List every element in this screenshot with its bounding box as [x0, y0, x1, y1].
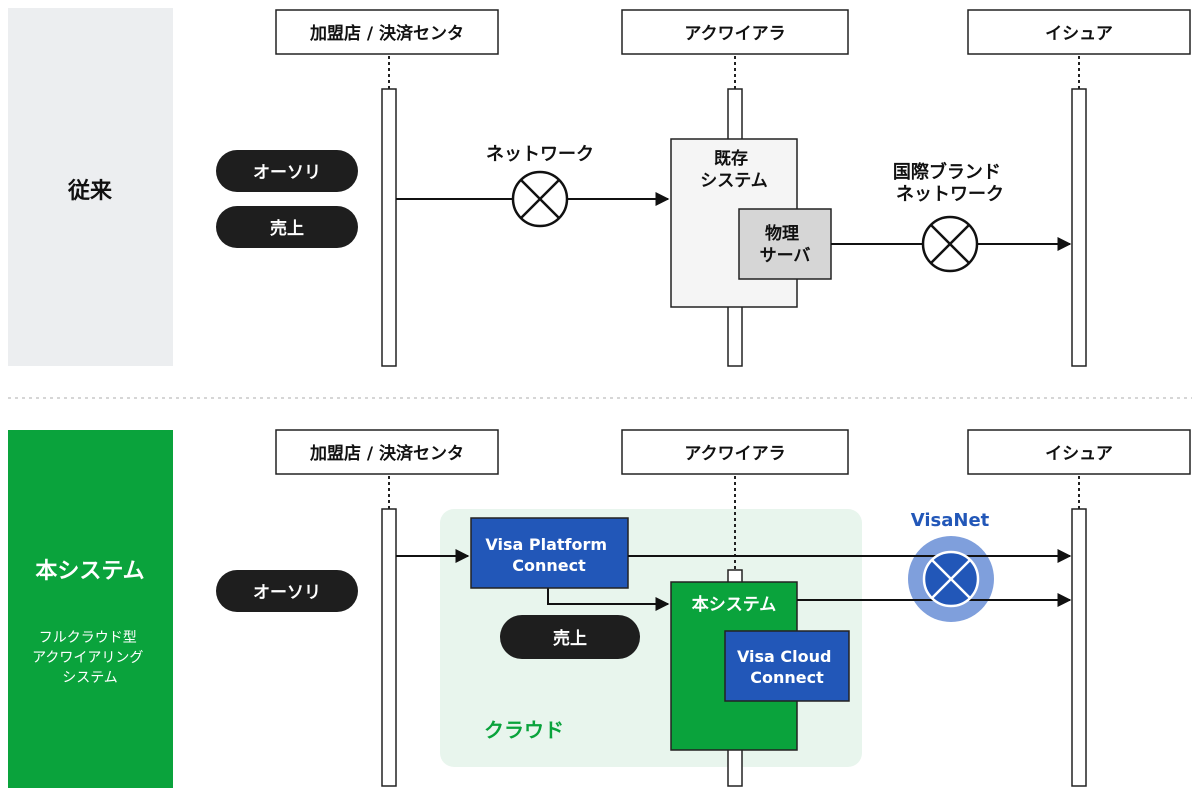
conventional-section: 従来 加盟店 / 決済センタ アクワイアラ イシュア オーソリ 売上 ネットワー… — [8, 8, 1191, 367]
lane-header-merchant-label: 加盟店 / 決済センタ — [309, 23, 464, 44]
visanet-switch-icon — [922, 550, 980, 608]
conventional-row-label: 従来 — [67, 178, 113, 204]
lane-header-merchant-2-label: 加盟店 / 決済センタ — [309, 443, 464, 464]
lane-header-issuer — [967, 9, 1191, 55]
auth-pill — [216, 150, 358, 192]
visa-cloud-connect-box — [724, 630, 850, 702]
brand-network-switch-icon — [921, 215, 979, 273]
brand-network-label: 国際ブランド ネットワーク — [893, 161, 1007, 205]
issuer-lifeline — [1071, 88, 1087, 367]
sales-pill — [216, 206, 358, 248]
lane-header-acquirer-2 — [621, 429, 849, 475]
merchant-lifeline-2 — [381, 508, 397, 787]
merchant-lifeline — [381, 88, 397, 367]
sales-pill-2 — [500, 615, 640, 659]
physical-server-box — [738, 208, 832, 280]
physical-server-label: 物理 サーバ — [760, 223, 811, 266]
network-switch-icon — [511, 170, 569, 228]
sales-pill-2-label: 売上 — [553, 628, 587, 649]
lane-header-merchant — [275, 9, 499, 55]
new-system-row-label: 本システム — [35, 559, 144, 584]
conventional-row-panel — [8, 8, 173, 366]
lane-header-acquirer — [621, 9, 849, 55]
visa-platform-connect-box — [470, 517, 629, 589]
auth-pill-label: オーソリ — [253, 163, 321, 183]
lane-header-acquirer-label: アクワイアラ — [684, 24, 785, 44]
new-system-row-panel — [8, 430, 173, 788]
cloud-label: クラウド — [484, 718, 564, 742]
issuer-lifeline-2 — [1071, 508, 1087, 787]
lane-header-issuer-2 — [967, 429, 1191, 475]
lane-header-merchant-2 — [275, 429, 499, 475]
new-system-row-sublabel: フルクラウド型 アクワイアリング システム — [32, 630, 148, 686]
visa-platform-to-system-arrow — [547, 588, 670, 611]
auth-pill-2 — [216, 570, 358, 612]
lane-header-acquirer-2-label: アクワイアラ — [684, 444, 785, 464]
existing-system-label: 既存 システム — [700, 148, 768, 191]
lane-header-issuer-2-label: イシュア — [1045, 444, 1113, 464]
lane-header-issuer-label: イシュア — [1045, 24, 1113, 44]
auth-pill-2-label: オーソリ — [253, 583, 321, 603]
new-system-section: 本システム フルクラウド型 アクワイアリング システム クラウド 加盟店 / 決… — [8, 429, 1191, 788]
visa-platform-connect-label: Visa Platform Connect — [485, 535, 612, 575]
visanet-label: VisaNet — [911, 510, 990, 531]
sales-pill-label: 売上 — [270, 218, 304, 239]
visa-cloud-connect-label: Visa Cloud Connect — [737, 647, 837, 687]
system-box-label: 本システム — [692, 594, 777, 615]
network-label: ネットワーク — [486, 144, 594, 165]
